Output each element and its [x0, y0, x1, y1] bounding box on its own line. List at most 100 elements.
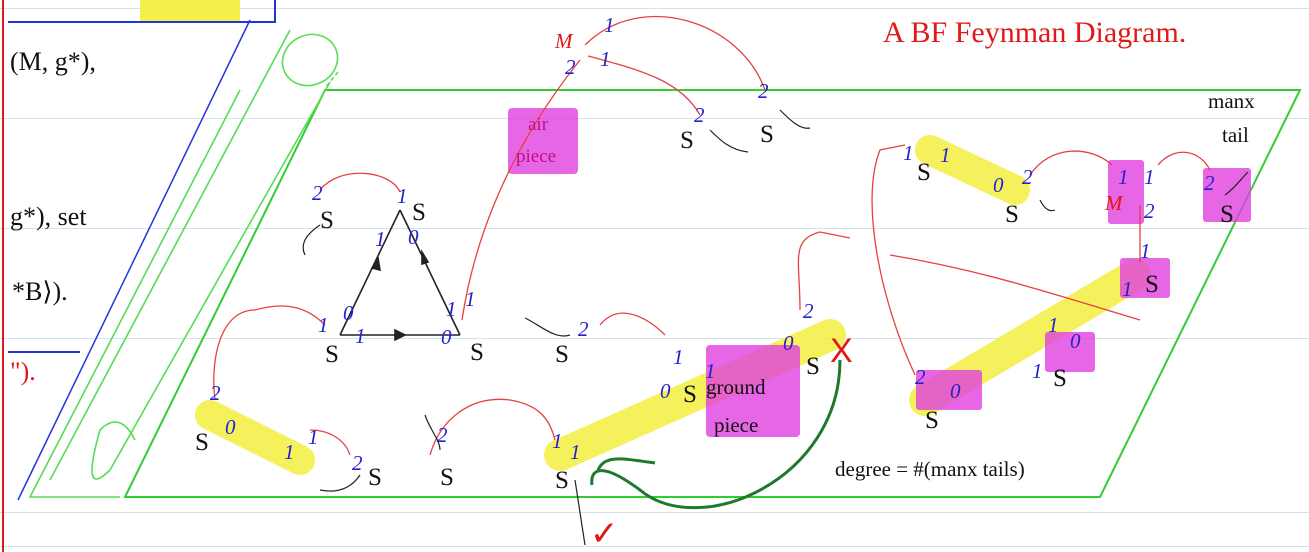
index-1: 1 — [1118, 165, 1129, 189]
manx-tail-label-line1: manx — [1208, 89, 1255, 113]
vertex-s: S — [1005, 201, 1019, 228]
vertex-s: S — [195, 429, 209, 456]
red-propagators — [213, 15, 1211, 456]
index-0: 0 — [783, 331, 794, 355]
black-tails — [302, 109, 1249, 492]
pink-block-20 — [916, 370, 982, 410]
left-text-line4: "). — [10, 357, 36, 386]
pink-block-10 — [1045, 332, 1095, 372]
highlight-yellow-top — [140, 0, 240, 22]
index-1: 1 — [940, 143, 951, 167]
index-2: 2 — [565, 55, 576, 79]
index-2: 2 — [437, 423, 448, 447]
index-2: 2 — [312, 181, 323, 205]
red-check-mark: ✓ — [590, 514, 619, 552]
ground-piece-highlight — [706, 345, 800, 437]
ground-piece-label-line1: ground — [706, 375, 766, 399]
left-text-line3: *B⟩). — [12, 277, 68, 306]
pink-block-s — [1120, 258, 1170, 298]
green-curved-arrow — [590, 359, 842, 510]
index-numbers: 1 1 2 2 2 2 1 1 0 0 1 1 0 1 1 2 2 0 1 1 … — [210, 13, 1215, 475]
black-pointer-line — [574, 479, 586, 546]
index-1: 1 — [1140, 239, 1151, 263]
m-label: M — [554, 29, 574, 53]
index-1: 1 — [552, 429, 563, 453]
vertex-s: S — [440, 464, 454, 491]
index-1: 1 — [318, 313, 329, 337]
vertex-s: S — [680, 127, 694, 154]
index-1: 1 — [355, 324, 366, 348]
index-1: 1 — [375, 227, 386, 251]
index-1: 1 — [284, 440, 295, 464]
vertex-s: S — [320, 207, 334, 234]
air-piece-label-line1: air — [528, 114, 549, 135]
index-1: 1 — [570, 440, 581, 464]
index-1: 1 — [600, 47, 611, 71]
blue-diagonal — [17, 19, 251, 501]
vertex-labels: S S S S S S S S S S S S S S S S S S S — [195, 121, 1234, 494]
index-0: 0 — [441, 325, 452, 349]
index-0: 0 — [950, 379, 961, 403]
manx-tail-label-line2: tail — [1222, 123, 1249, 147]
index-0: 0 — [408, 225, 419, 249]
index-0: 0 — [343, 301, 354, 325]
index-1: 1 — [308, 425, 319, 449]
index-1: 1 — [1122, 277, 1133, 301]
vertex-s: S — [555, 467, 569, 494]
index-1: 1 — [1048, 313, 1059, 337]
index-2: 2 — [803, 299, 814, 323]
index-1: 1 — [705, 359, 716, 383]
degree-caption: degree = #(manx tails) — [835, 457, 1025, 481]
left-text-panel: (M, g*), g*), set *B⟩). "). — [8, 0, 276, 501]
pink-highlights — [508, 108, 1251, 437]
vertex-s: S — [412, 199, 426, 226]
ground-piece-label-line2: piece — [714, 413, 758, 437]
index-2: 2 — [694, 103, 705, 127]
index-2: 2 — [1022, 165, 1033, 189]
index-1: 1 — [446, 297, 457, 321]
air-piece-highlight — [508, 108, 578, 174]
vertex-s: S — [760, 121, 774, 148]
pink-block-m — [1108, 160, 1144, 224]
vertex-s: S — [555, 341, 569, 368]
m-label: M — [1104, 191, 1124, 215]
diagram-title: A BF Feynman Diagram. — [883, 16, 1186, 49]
index-2: 2 — [758, 79, 769, 103]
triangle-vertex-structure — [339, 209, 461, 342]
left-text-line1: (M, g*), — [10, 47, 96, 76]
vertex-s: S — [917, 159, 931, 186]
index-2: 2 — [915, 365, 926, 389]
index-1: 1 — [1032, 359, 1043, 383]
index-0: 0 — [225, 415, 236, 439]
vertex-s: S — [1145, 271, 1159, 298]
vertex-s: S — [806, 353, 820, 380]
vertex-s: S — [325, 341, 339, 368]
vertex-s: S — [1053, 365, 1067, 392]
scroll-shape — [28, 29, 339, 498]
vertex-s: S — [925, 407, 939, 434]
red-cross-mark: X — [830, 332, 853, 370]
vertex-s: S — [683, 381, 697, 408]
vertex-s: S — [368, 464, 382, 491]
index-1: 1 — [465, 287, 476, 311]
index-1: 1 — [604, 13, 615, 37]
vertex-s: S — [1220, 201, 1234, 228]
index-2: 2 — [1144, 199, 1155, 223]
index-0: 0 — [993, 173, 1004, 197]
index-1: 1 — [903, 141, 914, 165]
blue-box-top — [8, 0, 276, 23]
air-piece-label-line2: piece — [516, 146, 556, 167]
left-text-line2: g*), set — [10, 202, 87, 231]
index-2: 2 — [210, 381, 221, 405]
index-1: 1 — [1144, 165, 1155, 189]
green-arrow-head — [596, 457, 656, 471]
index-2: 2 — [1204, 171, 1215, 195]
green-frame — [123, 89, 1302, 498]
index-0: 0 — [660, 379, 671, 403]
index-2: 2 — [352, 451, 363, 475]
index-1: 1 — [397, 184, 408, 208]
index-1: 1 — [673, 345, 684, 369]
index-2: 2 — [578, 317, 589, 341]
index-0: 0 — [1070, 329, 1081, 353]
